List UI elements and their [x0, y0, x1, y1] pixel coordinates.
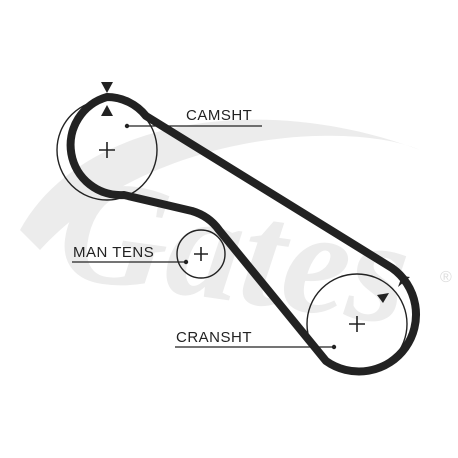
camshaft-pulley-circle — [56, 99, 158, 201]
crankshaft-timing-marks — [377, 276, 410, 303]
tensioner-center-mark — [194, 247, 208, 261]
tensioner-label: MAN TENS — [73, 244, 154, 261]
camshaft-pulley — [56, 99, 158, 201]
crankshaft-label: CRANSHT — [176, 329, 252, 346]
gates-watermark: Gates ® — [20, 119, 452, 357]
camshaft-center-mark — [99, 142, 115, 158]
timing-belt — [66, 93, 421, 376]
crankshaft-callout: CRANSHT — [175, 329, 337, 350]
watermark-swoosh — [20, 119, 420, 250]
tensioner-pulley — [176, 229, 226, 279]
camshaft-inner-timing-arrow — [101, 105, 113, 116]
tensioner-pulley-circle — [176, 229, 226, 279]
crankshaft-pulley — [306, 273, 408, 375]
tensioner-callout: MAN TENS — [72, 244, 189, 265]
camshaft-timing-marks — [101, 82, 113, 116]
camshaft-callout: CAMSHT — [124, 107, 262, 129]
camshaft-label: CAMSHT — [186, 107, 252, 124]
crankshaft-pulley-circle — [306, 273, 408, 375]
watermark-registered-mark: ® — [440, 269, 452, 286]
crankshaft-inner-timing-arrow — [377, 293, 389, 303]
camshaft-outer-timing-arrow — [101, 82, 113, 93]
crankshaft-center-mark — [349, 316, 365, 332]
crankshaft-outer-timing-arrow — [398, 276, 410, 287]
